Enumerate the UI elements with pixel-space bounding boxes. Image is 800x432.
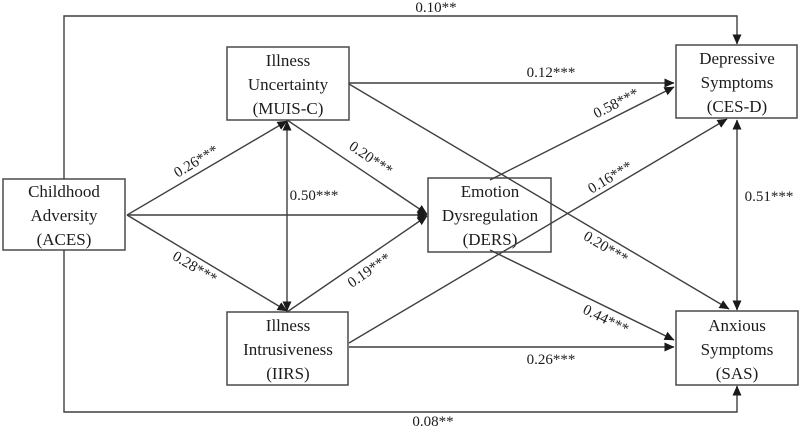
- path-aces-to-iirs: [126, 214, 288, 312]
- cesd-box: [675, 44, 798, 119]
- node-muis: Illness Uncertainty (MUIS-C): [226, 46, 350, 121]
- coef-iirs-sas: 0.26***: [527, 352, 576, 368]
- muis-label-line2: Uncertainty: [248, 75, 329, 94]
- coef-aces-cesd: 0.10**: [415, 0, 456, 16]
- coef-iirs-ders: 0.19***: [345, 250, 394, 291]
- aces-label-line2: Adversity: [30, 206, 98, 225]
- coef-ders-sas: 0.44***: [580, 302, 631, 338]
- muis-box: [226, 46, 350, 121]
- coef-aces-sas: 0.08**: [412, 414, 453, 430]
- node-cesd: Depressive Symptoms (CES-D): [675, 44, 798, 119]
- aces-label-line1: Childhood: [28, 182, 100, 201]
- ders-label-line2: Dysregulation: [442, 206, 539, 225]
- aces-label-line3: (ACES): [37, 230, 92, 249]
- cesd-label-line1: Depressive: [699, 49, 775, 68]
- node-aces: Childhood Adversity (ACES): [2, 178, 126, 251]
- path-aces-to-sas: [63, 250, 742, 413]
- path-iirs-to-ders: [286, 215, 428, 313]
- sas-label-line1: Anxious: [708, 316, 766, 335]
- aces-box: [2, 178, 126, 251]
- iirs-label-line1: Illness: [266, 316, 310, 335]
- sas-label-line2: Symptoms: [701, 340, 774, 359]
- coef-aces-ders: 0.50***: [290, 188, 339, 204]
- node-sas: Anxious Symptoms (SAS): [675, 310, 799, 386]
- path-muis-to-ders: [286, 119, 428, 215]
- path-aces-to-cesd: [63, 15, 742, 179]
- muis-label-line1: Illness: [266, 51, 310, 70]
- path-ders-to-cesd: [489, 86, 675, 181]
- coef-aces-muis: 0.26***: [172, 142, 222, 181]
- coef-muis-cesd: 0.12***: [527, 65, 576, 81]
- sas-label-line3: (SAS): [716, 364, 759, 383]
- iirs-label-line3: (IIRS): [266, 364, 309, 383]
- path-aces-to-muis: [126, 120, 288, 216]
- iirs-label-line2: Intrusiveness: [243, 340, 333, 359]
- coef-muis-sas: 0.20***: [580, 228, 630, 267]
- node-iirs: Illness Intrusiveness (IIRS): [226, 311, 349, 386]
- coef-aces-iirs: 0.28***: [169, 248, 219, 287]
- path-muis-to-sas: [348, 83, 730, 310]
- ders-label-line3: (DERS): [463, 230, 518, 249]
- path-iirs-to-cesd: [348, 118, 728, 344]
- sas-box: [675, 310, 799, 386]
- coef-cesd-sas: 0.51***: [745, 189, 794, 205]
- muis-label-line3: (MUIS-C): [253, 99, 324, 118]
- node-ders: Emotion Dysregulation (DERS): [427, 177, 552, 253]
- ders-box: [427, 177, 552, 253]
- path-ders-to-sas: [489, 249, 675, 341]
- cesd-label-line3: (CES-D): [707, 97, 767, 116]
- cesd-label-line2: Symptoms: [701, 73, 774, 92]
- coef-muis-ders: 0.20***: [346, 139, 395, 180]
- ders-label-line1: Emotion: [461, 182, 520, 201]
